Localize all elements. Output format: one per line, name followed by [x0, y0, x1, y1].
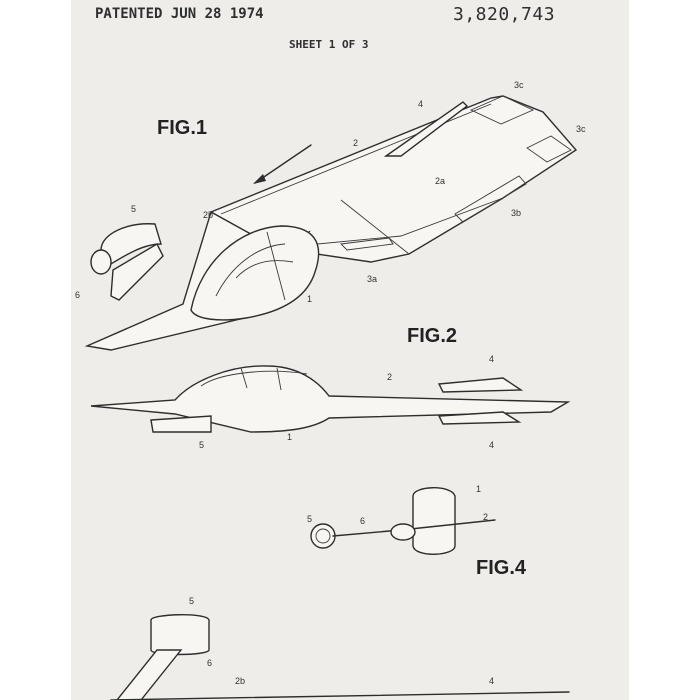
- fig1-ref-2b: 2b: [203, 210, 213, 220]
- fig4-ref-1: 1: [476, 484, 481, 494]
- fig4-fuselage-disc: [390, 523, 416, 541]
- fig1-pylon: [110, 243, 164, 301]
- fig4-pylon: [332, 529, 402, 537]
- fig3-ref-6: 6: [207, 658, 212, 668]
- fig2-fin-lower: [437, 411, 522, 425]
- fig1-ref-2a: 2a: [435, 176, 445, 186]
- fig2-canopy-lines: [200, 367, 308, 391]
- fig1-flap-3a: [340, 237, 394, 251]
- fig3-partial-drawing: 5 6 2b 4: [110, 596, 570, 700]
- fig3-ref-5: 5: [189, 596, 194, 606]
- fig2-ref-2: 2: [387, 372, 392, 382]
- fig1-engine-intake: [90, 249, 112, 275]
- fig1-ref-3c-a: 3c: [514, 80, 524, 90]
- fig1-ref-4: 4: [418, 99, 423, 109]
- fig2-fin-upper: [437, 377, 524, 393]
- fig1-canopy-lines: [215, 231, 294, 301]
- fig1-wing: [209, 95, 578, 263]
- fig1-ref-6: 6: [75, 290, 80, 300]
- fig4-engine-ring-inner: [315, 528, 331, 544]
- fig1-ref-1: 1: [307, 294, 312, 304]
- fig2-ref-1: 1: [287, 432, 292, 442]
- fig1-ref-3b: 3b: [511, 208, 521, 218]
- fig3-ref-2b: 2b: [235, 676, 245, 686]
- patent-sheet: PATENTED JUN 28 1974 3,820,743 SHEET 1 O…: [71, 0, 629, 700]
- fig1-flap-3b: [454, 175, 527, 223]
- fig1-tip-panel-lower: [526, 135, 572, 163]
- fig4-label: FIG.4: [476, 557, 527, 579]
- fig1-aircraft-drawing: 4 3c 3c 2 2a 3b 5 2b 6 3a 1: [75, 80, 586, 351]
- fig2-label: FIG.2: [407, 325, 458, 347]
- fig4-ref-6: 6: [360, 516, 365, 526]
- fig3-ref-4: 4: [489, 676, 494, 686]
- patent-drawing: 4 3c 3c 2 2a 3b 5 2b 6 3a 1 4 2 5 1 4: [75, 80, 586, 700]
- fig3-pylon: [116, 649, 183, 700]
- fig1-arrow-head: [253, 174, 266, 184]
- patented-date: PATENTED JUN 28 1974: [95, 6, 264, 22]
- fig1-ref-2: 2: [353, 138, 358, 148]
- fig2-ref-4-upper: 4: [489, 354, 494, 364]
- fig4-front-view-drawing: 1 5 6 2: [307, 484, 496, 555]
- fig1-label: FIG.1: [157, 117, 208, 139]
- fig1-ref-3a: 3a: [367, 274, 377, 284]
- fig1-ref-3c-b: 3c: [576, 124, 586, 134]
- fig1-canopy: [190, 225, 320, 321]
- fig4-ref-5: 5: [307, 514, 312, 524]
- fig2-ref-4-lower: 4: [489, 440, 494, 450]
- fig3-engine-pod: [150, 614, 210, 656]
- fig1-direction-arrow: [254, 144, 312, 184]
- fig4-wing: [400, 519, 496, 531]
- fig4-ref-2: 2: [483, 512, 488, 522]
- fig2-engine-pod: [150, 415, 212, 433]
- fig1-tip-panel-upper: [469, 95, 535, 125]
- fig3-fuselage-line: [110, 691, 570, 700]
- fig4-cockpit: [412, 487, 456, 555]
- fig1-engine-pod: [100, 223, 162, 272]
- fig2-ref-5: 5: [199, 440, 204, 450]
- fig1-fin-4: [383, 101, 469, 157]
- fig4-engine-ring: [310, 523, 336, 549]
- patent-number: 3,820,743: [453, 4, 556, 25]
- sheet-number: SHEET 1 OF 3: [289, 38, 369, 51]
- fig1-ref-5: 5: [131, 204, 136, 214]
- fig2-side-view-drawing: 4 2 5 1 4: [90, 354, 571, 450]
